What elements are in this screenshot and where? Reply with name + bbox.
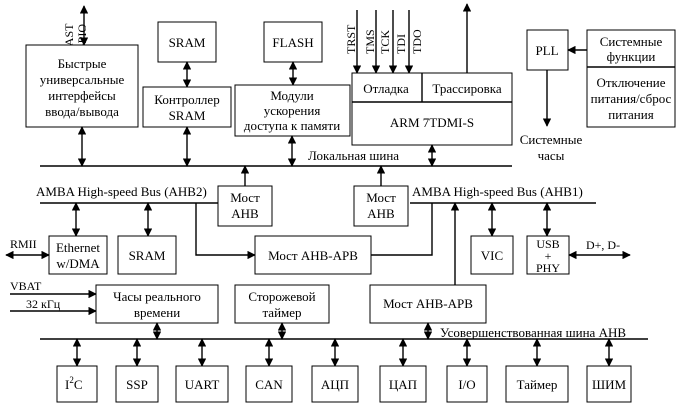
rtc-block: Часы реального времени xyxy=(95,284,219,324)
svg-text:Системные: Системные xyxy=(600,34,663,49)
svg-text:ускорения: ускорения xyxy=(264,103,321,118)
system-functions-block: Системные функции Отключение питания/сбр… xyxy=(586,29,676,128)
peripheral-uart: UART xyxy=(175,365,229,403)
svg-text:Таймер: Таймер xyxy=(517,377,558,392)
svg-text:времени: времени xyxy=(134,305,180,320)
system-clock-label-line2: часы xyxy=(538,148,565,163)
usb-phy-block: USB + PHY xyxy=(526,235,570,275)
svg-text:Мост AHB-APB: Мост AHB-APB xyxy=(383,296,473,311)
jtag-tdo-label: TDO xyxy=(410,29,424,54)
svg-text:SRAM: SRAM xyxy=(169,35,206,50)
svg-text:+: + xyxy=(545,249,552,263)
svg-text:доступа к памяти: доступа к памяти xyxy=(244,118,340,133)
svg-text:функции: функции xyxy=(607,49,656,64)
svg-text:TDI: TDI xyxy=(394,34,408,54)
svg-text:АЦП: АЦП xyxy=(321,377,349,392)
svg-text:SRAM: SRAM xyxy=(129,248,166,263)
svg-text:VIC: VIC xyxy=(481,248,503,263)
trace-label: Трассировка xyxy=(432,81,501,96)
rmii-label: RMII xyxy=(10,237,37,251)
peripheral-can: CAN xyxy=(245,365,293,403)
svg-text:TDO: TDO xyxy=(410,29,424,54)
svg-text:AHB: AHB xyxy=(367,206,395,221)
peripheral-pwm: ШИМ xyxy=(586,365,632,403)
bridge-ahb-right-block: Мост AHB xyxy=(353,185,409,227)
ahb2-bus-label: AMBA High-speed Bus (AHB2) xyxy=(36,184,207,199)
ahb1-bus-label: AMBA High-speed Bus (AHB1) xyxy=(412,184,583,199)
sram-bottom-block: SRAM xyxy=(117,235,177,275)
svg-text:ШИМ: ШИМ xyxy=(592,377,627,392)
usb-dp-dm-label: D+, D- xyxy=(586,238,620,252)
bridge-ahb-left-block: Мост AHB xyxy=(217,185,273,227)
sram-controller-block: Контроллер SRAM xyxy=(142,86,232,128)
svg-text:I2C: I2C xyxy=(65,375,83,392)
svg-text:интерфейсы: интерфейсы xyxy=(48,88,116,103)
flash-block: FLASH xyxy=(263,21,323,63)
arm-core-block: Отладка Трассировка ARM 7TDMI-S xyxy=(351,72,513,146)
svg-text:I/O: I/O xyxy=(458,377,475,392)
arm-label: ARM 7TDMI-S xyxy=(390,115,474,130)
svg-text:UART: UART xyxy=(185,377,220,392)
debug-label: Отладка xyxy=(363,81,409,96)
svg-text:таймер: таймер xyxy=(262,305,301,320)
peripheral-i2c: I2C xyxy=(56,365,98,403)
peripheral-ssp: SSP xyxy=(115,365,159,403)
svg-text:Модули: Модули xyxy=(270,88,313,103)
svg-text:Мост: Мост xyxy=(366,190,396,205)
svg-text:w/DMA: w/DMA xyxy=(56,256,100,271)
svg-text:Ethernet: Ethernet xyxy=(56,240,100,255)
svg-text:Контроллер: Контроллер xyxy=(154,92,219,107)
jtag-trst-label: TRST xyxy=(344,24,358,54)
bridge-ahb-apb-bottom-block: Мост AHB-APB xyxy=(369,284,487,324)
peripheral-io: I/O xyxy=(446,365,488,403)
peripheral-adc: АЦП xyxy=(311,365,359,403)
svg-text:Часы реального: Часы реального xyxy=(113,289,201,304)
jtag-tms-label: TMS xyxy=(363,29,377,54)
svg-text:TRST: TRST xyxy=(344,24,358,54)
svg-text:TCK: TCK xyxy=(378,30,392,54)
jtag-tdi-label: TDI xyxy=(394,34,408,54)
jtag-tck-label: TCK xyxy=(378,30,392,54)
svg-text:USB: USB xyxy=(536,237,559,251)
svg-text:AHB: AHB xyxy=(231,206,259,221)
svg-text:PLL: PLL xyxy=(535,43,558,58)
peripheral-dac: ЦАП xyxy=(379,365,427,403)
svg-text:питания/сброс: питания/сброс xyxy=(591,91,672,106)
svg-text:ввода/вывода: ввода/вывода xyxy=(45,104,119,119)
jtag-signals: TRST TMS TCK TDI TDO xyxy=(344,3,472,74)
system-clock-label: Системные xyxy=(520,132,583,147)
svg-text:ЦАП: ЦАП xyxy=(389,377,417,392)
peripheral-timer: Таймер xyxy=(505,365,569,403)
svg-text:Мост AHB-APB: Мост AHB-APB xyxy=(268,248,358,263)
ethernet-block: Ethernet w/DMA xyxy=(48,235,108,275)
svg-text:питания: питания xyxy=(608,107,653,122)
vbat-label: VBAT xyxy=(10,279,42,293)
svg-text:SSP: SSP xyxy=(126,377,148,392)
sram-top-block: SRAM xyxy=(157,21,217,63)
watchdog-block: Сторожевой таймер xyxy=(234,284,330,324)
memory-accelerator-block: Модули ускорения доступа к памяти xyxy=(234,84,351,137)
svg-text:универсальные: универсальные xyxy=(40,72,125,87)
vic-block: VIC xyxy=(470,235,514,275)
svg-text:FLASH: FLASH xyxy=(272,35,313,50)
bridge-ahb-apb-top-block: Мост AHB-APB xyxy=(254,235,372,275)
pll-block: PLL xyxy=(526,29,569,71)
svg-text:Сторожевой: Сторожевой xyxy=(248,289,315,304)
svg-text:PHY: PHY xyxy=(536,261,560,275)
local-bus-label: Локальная шина xyxy=(308,148,399,163)
svg-text:Мост: Мост xyxy=(230,190,260,205)
freq-32k-label: 32 кГц xyxy=(26,297,61,311)
apb-bus-label: Усовершенствованная шина AHB xyxy=(440,325,626,340)
svg-text:Быстрые: Быстрые xyxy=(58,56,107,71)
svg-text:TMS: TMS xyxy=(363,29,377,54)
svg-text:Отключение: Отключение xyxy=(596,75,665,90)
fast-gpio-block: Быстрые универсальные интерфейсы ввода/в… xyxy=(25,44,139,128)
svg-text:SRAM: SRAM xyxy=(169,108,206,123)
svg-text:CAN: CAN xyxy=(255,377,283,392)
